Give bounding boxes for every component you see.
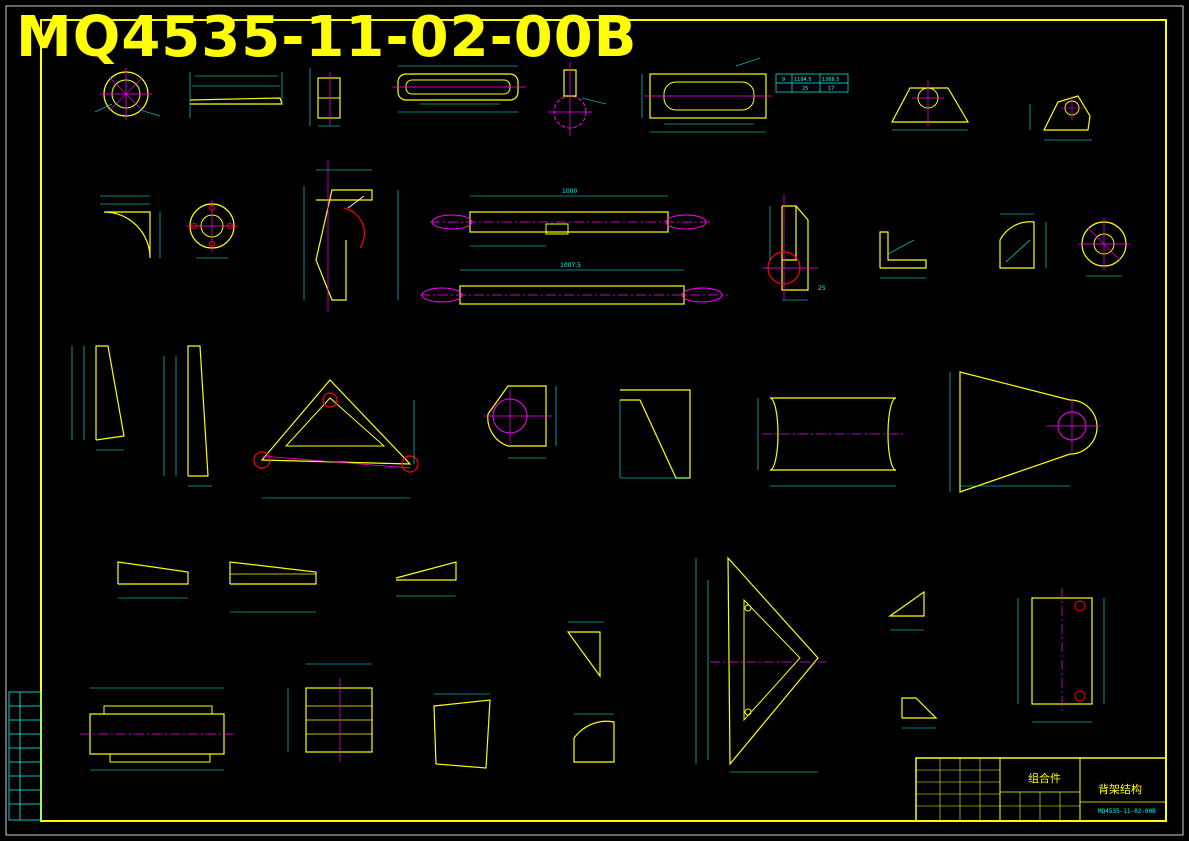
part-view-row1-round-hub xyxy=(548,62,607,136)
dim-label-lower-rod-length: 1007.5 xyxy=(560,262,581,269)
table-value-1: 1194.5 xyxy=(794,77,812,83)
part-view-row5-frame xyxy=(287,663,373,762)
part-view-row4-wedge-b xyxy=(229,561,317,613)
part-view-row4-small-angle xyxy=(888,590,925,631)
part-view-row2-disc xyxy=(1078,218,1130,277)
part-view-row3-fan-plate xyxy=(949,371,1100,493)
title-block xyxy=(915,757,1167,822)
table-value-4: 25 xyxy=(802,86,808,92)
table-value-3: 9 xyxy=(782,77,785,83)
part-view-row2-side-arm xyxy=(303,160,399,312)
part-view-row4-triangle-small xyxy=(566,621,604,678)
dim-label-upper-rod-length: 1000 xyxy=(562,188,577,195)
outer-frame xyxy=(5,5,1184,836)
dim-label-hanger: 25 xyxy=(818,285,826,292)
part-view-row3-rib-a xyxy=(71,345,125,451)
part-view-row1-bracket xyxy=(309,68,341,127)
part-view-row5-long-bar xyxy=(80,687,234,771)
part-view-row1-gusset xyxy=(1029,95,1092,141)
part-view-row4-wedge-c xyxy=(395,561,457,597)
title-block-part-name: 背架结构 xyxy=(1098,783,1142,796)
table-value-5: 17 xyxy=(828,86,834,92)
drawing-number-title: MQ4535-11-02-00B xyxy=(16,5,638,70)
part-view-row5-quarter-plate xyxy=(573,713,615,763)
part-view-row1-lug xyxy=(891,80,970,131)
part-view-row4-wedge-a xyxy=(117,561,189,599)
part-view-row2-long-rod-upper: 1000 xyxy=(430,188,714,247)
part-view-row3-plate-bend xyxy=(619,389,691,479)
part-view-row3-rib-b xyxy=(163,345,212,487)
part-view-row1-slot-plate xyxy=(392,65,526,113)
part-view-row2-angle-small xyxy=(879,231,927,279)
part-view-row4-square-plate xyxy=(1017,588,1105,723)
part-view-row2-long-rod-lower: 1007.5 xyxy=(420,262,728,305)
part-view-row2-quarter xyxy=(999,213,1047,269)
table-value-2: 1366.5 xyxy=(822,77,840,83)
part-view-row2-corner xyxy=(100,195,161,259)
part-view-row1-cover-plate xyxy=(641,57,772,133)
title-block-assembly-label: 组合件 xyxy=(1028,772,1061,785)
part-view-row1-strip xyxy=(189,72,283,118)
part-view-row3-rectangle-plate xyxy=(757,397,904,487)
left-margin-table xyxy=(8,691,42,821)
part-view-row5-bracket xyxy=(901,697,938,729)
part-view-row2-hanger: 25 xyxy=(762,194,826,301)
part-view-row2-flange xyxy=(186,200,238,259)
part-view-row3-ear xyxy=(484,385,557,459)
part-view-row1-ring xyxy=(94,68,161,120)
title-block-drawing-code: MQ4535-11-02-00B xyxy=(1098,808,1156,815)
part-view-row5-sheet xyxy=(433,693,491,769)
row1-small-table xyxy=(775,73,849,93)
part-view-row3-triangle-frame xyxy=(253,379,419,499)
part-view-row4-large-gusset xyxy=(695,556,826,773)
drawing-border xyxy=(40,19,1167,822)
